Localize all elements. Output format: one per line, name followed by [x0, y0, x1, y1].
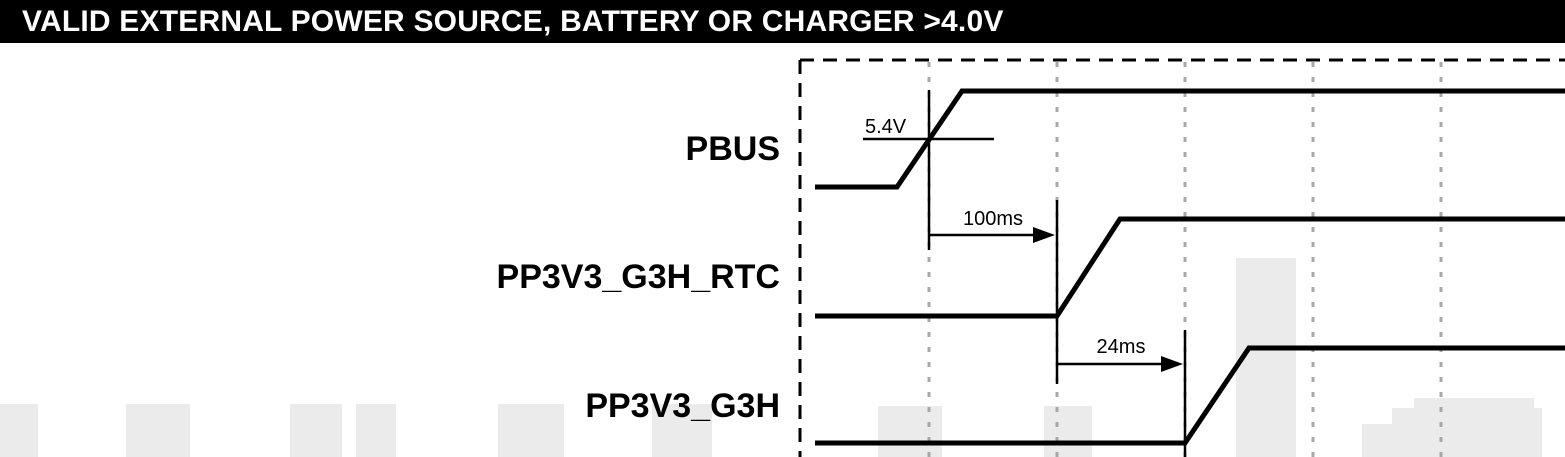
signal-label-pbus: PBUS [686, 130, 780, 168]
header-bar: VALID EXTERNAL POWER SOURCE, BATTERY OR … [0, 0, 1565, 43]
delay-arrow-2 [1161, 356, 1183, 372]
header-title: VALID EXTERNAL POWER SOURCE, BATTERY OR … [22, 5, 1004, 38]
delay-arrow-1 [1033, 227, 1055, 243]
waveform-pp3v3-g3h-rtc [815, 216, 1565, 319]
delay-label-1: 100ms [963, 208, 1023, 230]
waveform-pp3v3-g3h [815, 345, 1565, 446]
delay-label-2: 24ms [1097, 336, 1146, 358]
delay-marker-1 [929, 200, 1059, 384]
signal-label-pp3v3-g3h: PP3V3_G3H [585, 387, 780, 425]
signal-label-pp3v3-g3h-rtc: PP3V3_G3H_RTC [497, 258, 780, 296]
delay-marker-2 [1057, 330, 1187, 457]
threshold-marker [863, 90, 994, 250]
dashed-frame [798, 58, 1565, 457]
threshold-label: 5.4V [865, 116, 907, 138]
background-blocks [0, 258, 1542, 457]
